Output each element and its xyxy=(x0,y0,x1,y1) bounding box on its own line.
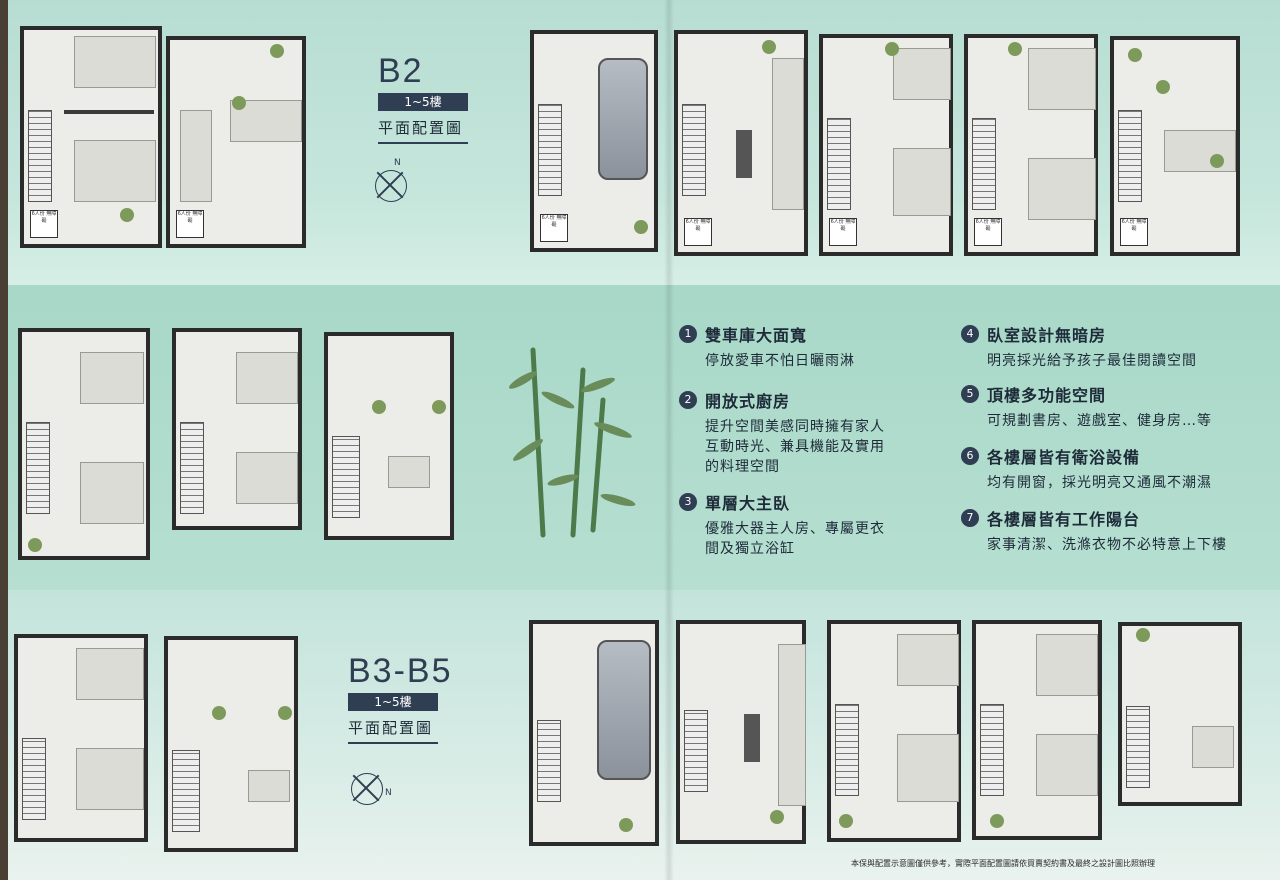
floor-plan-b2-b: 6人份 無障礙 xyxy=(166,36,306,248)
floor-plan-b2-kitchen: 6人份 無障礙 xyxy=(674,30,808,256)
feature-desc-line: 互動時光、兼具機能及實用 xyxy=(705,439,885,455)
b3b5-title-block: B3-B5 1~5樓 平面配置圖 xyxy=(348,652,453,744)
disclaimer-footnote: 本保與配置示意圖僅供參考，實際平面配置圖請依買賣契約書及最終之設計圖比照辦理 xyxy=(851,859,1155,868)
feature-title: 雙車庫大面寬 xyxy=(705,326,808,345)
bamboo-illustration xyxy=(509,347,636,538)
floor-plan-b3-roof xyxy=(1118,622,1242,806)
feature-title: 臥室設計無暗房 xyxy=(987,326,1107,345)
accessibility-tag: 6人份 無障礙 xyxy=(540,214,568,242)
feature-7: 7 各樓層皆有工作陽台 家事清潔、洗滌衣物不必特意上下樓 xyxy=(961,506,1261,555)
accessibility-tag: 6人份 無障礙 xyxy=(1120,218,1148,246)
feature-number: 2 xyxy=(679,391,697,409)
feature-title: 各樓層皆有衛浴設備 xyxy=(987,448,1141,467)
feature-desc-line: 提升空間美感同時擁有家人 xyxy=(705,419,885,435)
section-subtitle: 平面配置圖 xyxy=(348,719,434,737)
accessibility-tag: 6人份 無障礙 xyxy=(974,218,1002,246)
feature-title: 頂樓多功能空間 xyxy=(987,386,1107,405)
feature-desc-line: 停放愛車不怕日曬雨淋 xyxy=(705,353,855,369)
accessibility-tag: 6人份 無障礙 xyxy=(829,218,857,246)
accessibility-tag: 6人份 無障礙 xyxy=(176,210,204,238)
feature-2: 2 開放式廚房 提升空間美感同時擁有家人 互動時光、兼具機能及實用 的料理空間 xyxy=(679,388,979,477)
floor-plan-b3-a xyxy=(14,634,148,842)
feature-number: 6 xyxy=(961,447,979,465)
compass-north-label: N xyxy=(394,158,401,168)
feature-number: 3 xyxy=(679,493,697,511)
floor-plan-b2-a: 6人份 無障礙 xyxy=(20,26,162,248)
floor-plan-b2-bedrooms: 6人份 無障礙 xyxy=(964,34,1098,256)
feature-desc-line: 的料理空間 xyxy=(705,459,780,475)
feature-4: 4 臥室設計無暗房 明亮採光給予孩子最佳閱讀空間 xyxy=(961,322,1261,371)
feature-number: 1 xyxy=(679,325,697,343)
floor-plan-b2-garage: 6人份 無障礙 xyxy=(530,30,658,252)
floor-range-badge: 1~5樓 xyxy=(378,93,468,111)
title-underline xyxy=(348,742,438,744)
floor-plan-b3-bedrooms xyxy=(972,620,1102,840)
floor-plan-mid-c xyxy=(324,332,454,540)
floor-plan-b2-roof: 6人份 無障礙 xyxy=(1110,36,1240,256)
accessibility-tag: 6人份 無障礙 xyxy=(684,218,712,246)
b2-title-block: B2 1~5樓 平面配置圖 xyxy=(378,52,468,144)
feature-desc-line: 家事清潔、洗滌衣物不必特意上下樓 xyxy=(987,537,1227,553)
feature-title: 單層大主臥 xyxy=(705,494,791,513)
floor-plan-mid-a xyxy=(18,328,150,560)
feature-desc-line: 可規劃書房、遊戲室、健身房…等 xyxy=(987,413,1212,429)
section-title: B2 xyxy=(378,52,424,90)
section-subtitle: 平面配置圖 xyxy=(378,119,464,137)
title-underline xyxy=(378,142,468,144)
feature-1: 1 雙車庫大面寬 停放愛車不怕日曬雨淋 xyxy=(679,322,979,371)
accessibility-tag: 6人份 無障礙 xyxy=(30,210,58,238)
feature-desc-line: 明亮採光給予孩子最佳閱讀空間 xyxy=(987,353,1197,369)
feature-title: 開放式廚房 xyxy=(705,392,791,411)
compass-icon xyxy=(375,170,407,202)
feature-6: 6 各樓層皆有衛浴設備 均有開窗，採光明亮又通風不潮濕 xyxy=(961,444,1261,493)
floor-plan-b2-master: 6人份 無障礙 xyxy=(819,34,953,256)
feature-desc-line: 間及獨立浴缸 xyxy=(705,541,795,557)
feature-number: 7 xyxy=(961,509,979,527)
floor-plan-mid-b xyxy=(172,328,302,530)
feature-5: 5 頂樓多功能空間 可規劃書房、遊戲室、健身房…等 xyxy=(961,382,1261,431)
feature-number: 5 xyxy=(961,385,979,403)
floor-plan-b3-master xyxy=(827,620,961,842)
feature-3: 3 單層大主臥 優雅大器主人房、專屬更衣 間及獨立浴缸 xyxy=(679,490,979,559)
floor-range-badge: 1~5樓 xyxy=(348,693,438,711)
feature-desc-line: 優雅大器主人房、專屬更衣 xyxy=(705,521,885,537)
brochure-sheet: 6人份 無障礙 6人份 無障礙 B2 1~5樓 平面配置圖 N 6人份 無障礙 … xyxy=(8,0,1280,880)
feature-desc-line: 均有開窗，採光明亮又通風不潮濕 xyxy=(987,475,1212,491)
section-title: B3-B5 xyxy=(348,652,453,690)
feature-title: 各樓層皆有工作陽台 xyxy=(987,510,1141,529)
feature-number: 4 xyxy=(961,325,979,343)
page-fold xyxy=(664,0,674,880)
compass-icon xyxy=(351,773,383,805)
floor-plan-b3-b xyxy=(164,636,298,852)
floor-plan-b3-garage xyxy=(529,620,659,846)
compass-north-label: N xyxy=(385,788,392,798)
floor-plan-b3-kitchen xyxy=(676,620,806,844)
